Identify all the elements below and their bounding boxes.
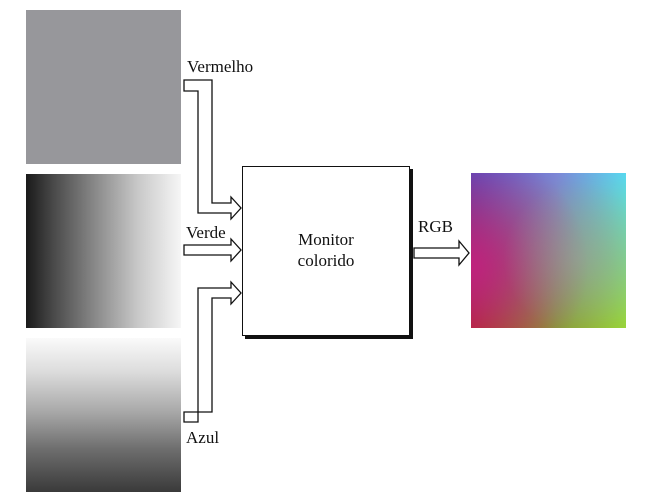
color-monitor-box: Monitor colorido (242, 166, 410, 336)
rgb-output-label: RGB (418, 217, 453, 236)
blue-arrow-icon (183, 280, 242, 423)
monitor-label-line1: Monitor (298, 230, 354, 249)
rgb-image-wash-layer (471, 173, 626, 328)
monitor-label-line2: colorido (297, 251, 355, 270)
monitor-label: Monitor colorido (243, 229, 409, 271)
rgb-image-magenta-layer (471, 173, 626, 328)
rgb-color-image (471, 173, 626, 328)
blue-channel-image (26, 338, 181, 492)
green-channel-image (26, 174, 181, 328)
blue-channel-label: Azul (186, 428, 220, 447)
red-arrow-icon (183, 79, 242, 221)
red-channel-label: Vermelho (187, 57, 254, 76)
rgb-output-arrow-icon (413, 239, 470, 267)
green-arrow-icon (183, 237, 242, 263)
red-channel-image (26, 10, 181, 164)
green-channel-label: Verde (186, 223, 226, 242)
